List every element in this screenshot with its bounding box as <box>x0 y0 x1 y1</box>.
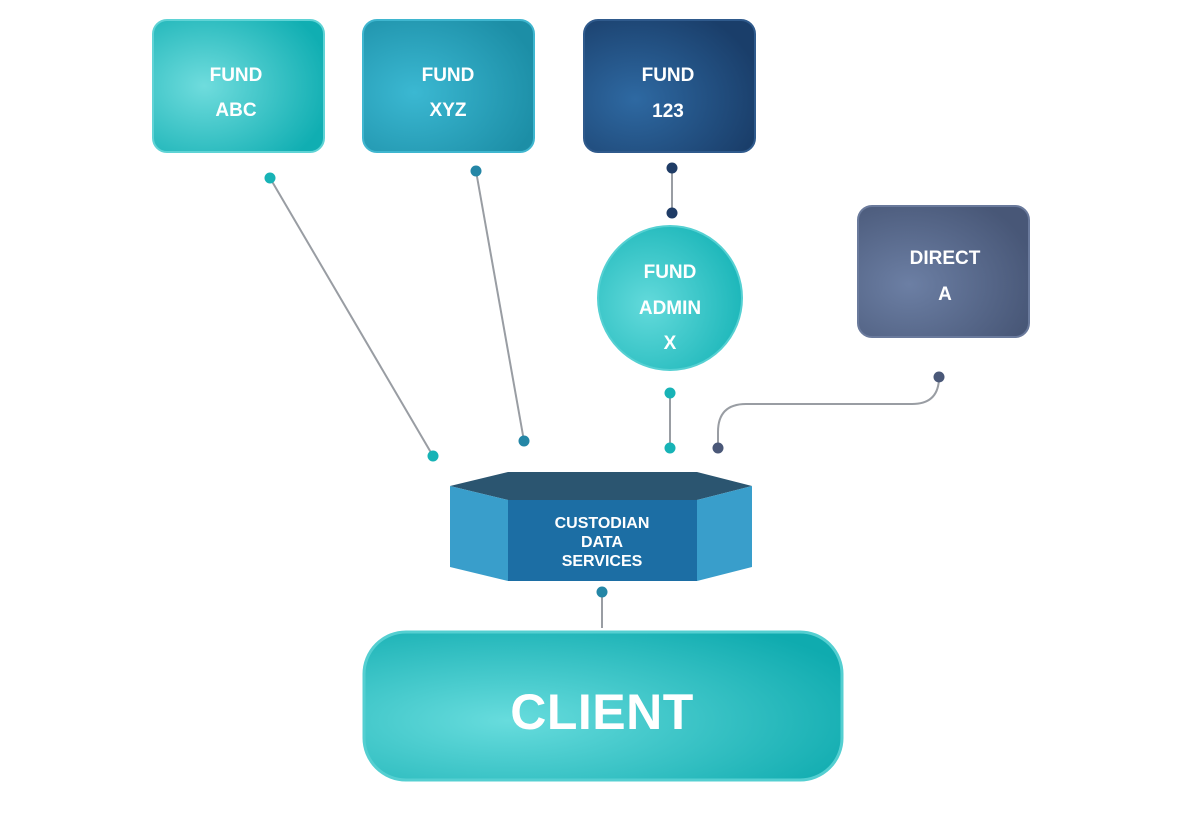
client-label: CLIENT <box>510 684 694 740</box>
connector-dot <box>712 442 724 454</box>
connector-abc-custodian <box>269 177 434 457</box>
direct-a-line2: A <box>938 284 952 305</box>
connector-dot <box>933 371 945 383</box>
node-custodian-data-services: CUSTODIAN DATA SERVICES <box>450 472 752 581</box>
connector-dot <box>666 162 678 174</box>
connector-dots <box>264 162 945 598</box>
fund-admin-x-line2: ADMIN <box>639 298 701 319</box>
node-fund-admin-x: FUND ADMIN X <box>597 225 743 371</box>
custodian-right-face <box>697 486 752 581</box>
node-fund-xyz: FUND XYZ <box>362 19 535 153</box>
connector-dot <box>518 435 530 447</box>
fund-abc-box <box>152 19 325 153</box>
node-client: CLIENT <box>362 630 844 782</box>
node-fund-abc: FUND ABC <box>152 19 325 153</box>
connector-dot <box>666 207 678 219</box>
fund-xyz-line2: XYZ <box>430 100 467 121</box>
fund-123-line2: 123 <box>652 101 684 122</box>
connector-xyz-custodian <box>475 170 525 442</box>
connectors <box>269 168 940 628</box>
direct-a-box <box>857 205 1030 338</box>
custodian-left-face <box>450 486 508 581</box>
fund-abc-line2: ABC <box>215 100 256 121</box>
connector-direct-custodian <box>717 376 940 448</box>
fund-admin-x-line3: X <box>664 333 677 354</box>
fund-admin-x-circle <box>597 225 743 371</box>
custodian-line2: DATA <box>581 534 624 551</box>
custodian-top-face <box>450 472 752 500</box>
connector-dot <box>664 442 676 454</box>
connector-dot <box>664 387 676 399</box>
custodian-front-face <box>508 500 697 581</box>
fund-123-box <box>583 19 756 153</box>
custodian-line1: CUSTODIAN <box>555 515 650 532</box>
connector-dot <box>596 586 608 598</box>
fund-123-line1: FUND <box>642 65 695 86</box>
fund-xyz-line1: FUND <box>422 65 475 86</box>
fund-xyz-box <box>362 19 535 153</box>
connector-dot <box>427 450 439 462</box>
fund-admin-x-line1: FUND <box>644 262 697 283</box>
client-box <box>362 630 844 782</box>
connector-dot <box>470 165 482 177</box>
custodian-line3: SERVICES <box>562 553 643 570</box>
node-direct-a: DIRECT A <box>857 205 1030 338</box>
fund-abc-line1: FUND <box>210 65 263 86</box>
direct-a-line1: DIRECT <box>910 248 981 269</box>
connector-dot <box>264 172 276 184</box>
node-fund-123: FUND 123 <box>583 19 756 153</box>
